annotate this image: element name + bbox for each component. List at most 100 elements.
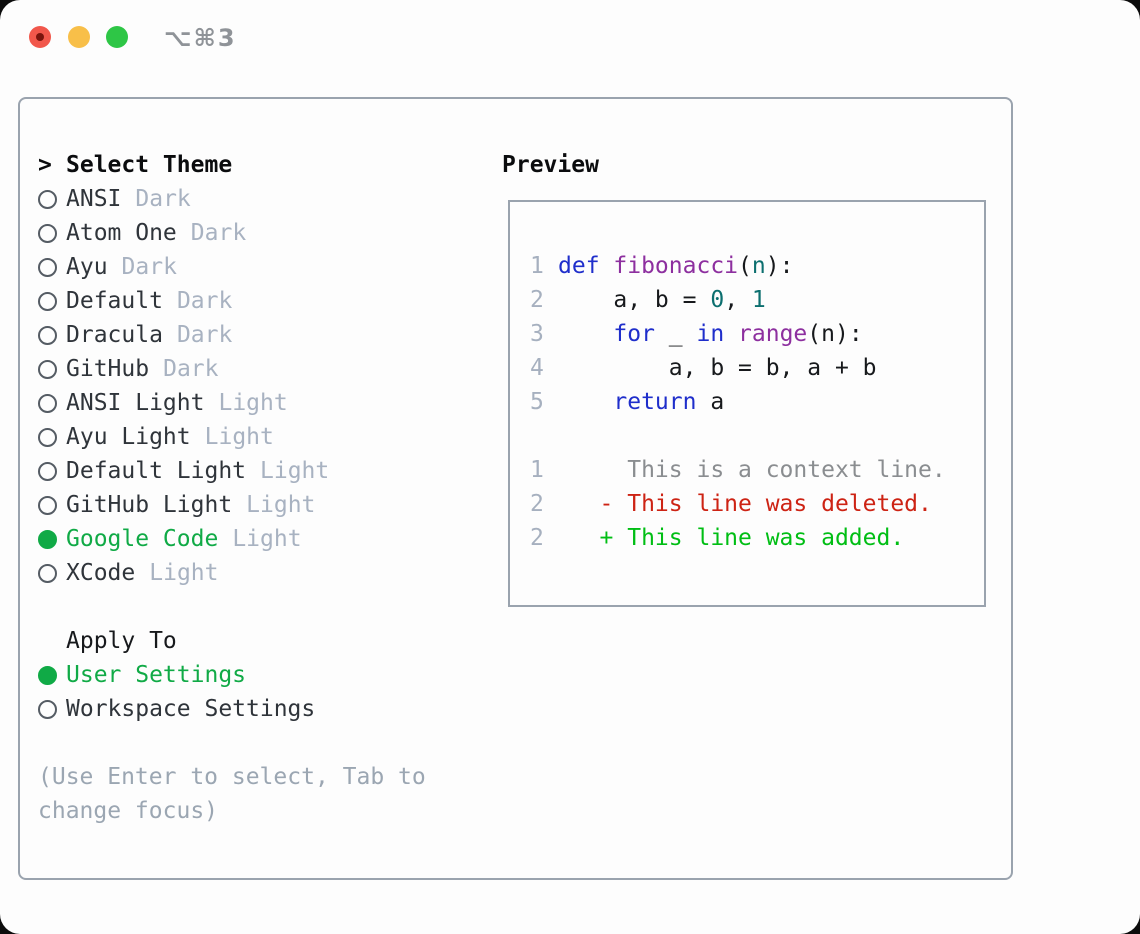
code-line: 2 - This line was deleted. [530, 487, 946, 521]
code-token: for [613, 321, 655, 347]
apply-to-title: Apply To [66, 628, 177, 654]
line-number: 2 [530, 287, 544, 313]
theme-select-header-row: > Select Theme [38, 148, 488, 182]
radio-gutter [38, 699, 66, 719]
theme-option[interactable]: Ayu Light Light [38, 420, 488, 454]
code-token: (n): [807, 321, 863, 347]
zoom-button[interactable] [106, 26, 128, 48]
window-title: ⌥⌘3 [164, 24, 237, 52]
code-token: a [696, 389, 725, 415]
option-label: Ayu [66, 254, 108, 280]
line-number: 5 [530, 389, 544, 415]
option-label: Dracula [66, 322, 163, 348]
radio-selected-icon [38, 665, 57, 685]
code-line: 5 return a [530, 385, 946, 419]
radio-selected-icon [38, 529, 57, 549]
apply-to-option[interactable]: Workspace Settings [38, 692, 488, 726]
option-label: ANSI [66, 186, 122, 212]
radio-icon [38, 461, 57, 481]
radio-gutter [38, 359, 66, 379]
theme-variant-label: Dark [176, 322, 233, 348]
theme-option[interactable]: Dracula Dark [38, 318, 488, 352]
code-token: range [738, 321, 808, 347]
theme-variant-label: Light [246, 492, 316, 518]
option-label: Workspace Settings [66, 696, 316, 722]
line-number: 4 [530, 355, 544, 381]
help-text-line2: change focus) [38, 798, 219, 824]
theme-select-title: Select Theme [66, 152, 233, 178]
code-token: ): [765, 253, 794, 279]
line-number: 2 [530, 491, 544, 517]
radio-gutter [38, 393, 66, 413]
radio-icon [38, 427, 57, 447]
code-line: 3 for _ in range(n): [530, 317, 946, 351]
option-label: Google Code [66, 526, 219, 552]
line-number: 1 [530, 457, 544, 483]
radio-gutter [38, 665, 66, 685]
minimize-button[interactable] [68, 26, 90, 48]
theme-variant-label: Light [260, 458, 330, 484]
code-line: 2 a, b = 0, 1 [530, 283, 946, 317]
theme-variant-label: Light [204, 424, 274, 450]
theme-variant-label: Light [218, 390, 288, 416]
option-label: GitHub Light [66, 492, 233, 518]
radio-icon [38, 495, 57, 515]
code-token: _ [654, 321, 697, 347]
focus-prompt-icon: > [38, 152, 52, 178]
code-line: 4 a, b = b, a + b [530, 351, 946, 385]
radio-gutter [38, 495, 66, 515]
radio-icon [38, 189, 57, 209]
radio-gutter [38, 291, 66, 311]
radio-icon [38, 563, 57, 583]
radio-gutter [38, 189, 66, 209]
radio-icon [38, 359, 57, 379]
option-label: Atom One [66, 220, 177, 246]
spacer [38, 726, 488, 760]
radio-icon [38, 699, 57, 719]
option-label: Default [66, 288, 163, 314]
radio-icon [38, 291, 57, 311]
code-token: a, b = [558, 287, 711, 313]
theme-option[interactable]: Default Light Light [38, 454, 488, 488]
theme-variant-label: Light [232, 526, 302, 552]
code-token: fibonacci [613, 253, 739, 279]
radio-gutter [38, 461, 66, 481]
theme-option[interactable]: GitHub Light Light [38, 488, 488, 522]
code-line: 1 This is a context line. [530, 453, 946, 487]
theme-variant-label: Dark [135, 186, 191, 212]
code-token: return [613, 389, 697, 415]
close-button[interactable] [29, 26, 51, 48]
code-token: This is a context line. [558, 457, 946, 483]
apply-to-option[interactable]: User Settings [38, 658, 488, 692]
theme-option[interactable]: ANSI Light Light [38, 386, 488, 420]
radio-icon [38, 325, 57, 345]
code-token: - This line was deleted. [558, 491, 932, 517]
apply-to-header-row: Apply To [38, 624, 488, 658]
option-label: Ayu Light [66, 424, 191, 450]
option-label: Default Light [66, 458, 247, 484]
option-label: User Settings [66, 662, 247, 688]
radio-gutter [38, 223, 66, 243]
code-token [558, 389, 613, 415]
line-number: 2 [530, 525, 544, 551]
option-label: ANSI Light [66, 390, 205, 416]
code-token: n [751, 253, 766, 279]
code-token [558, 321, 613, 347]
code-token: 1 [751, 287, 766, 313]
theme-option[interactable]: ANSI Dark [38, 182, 488, 216]
code-line: 2 + This line was added. [530, 521, 946, 555]
code-token: def [558, 253, 614, 279]
theme-option[interactable]: Google Code Light [38, 522, 488, 556]
code-token: ( [738, 253, 752, 279]
